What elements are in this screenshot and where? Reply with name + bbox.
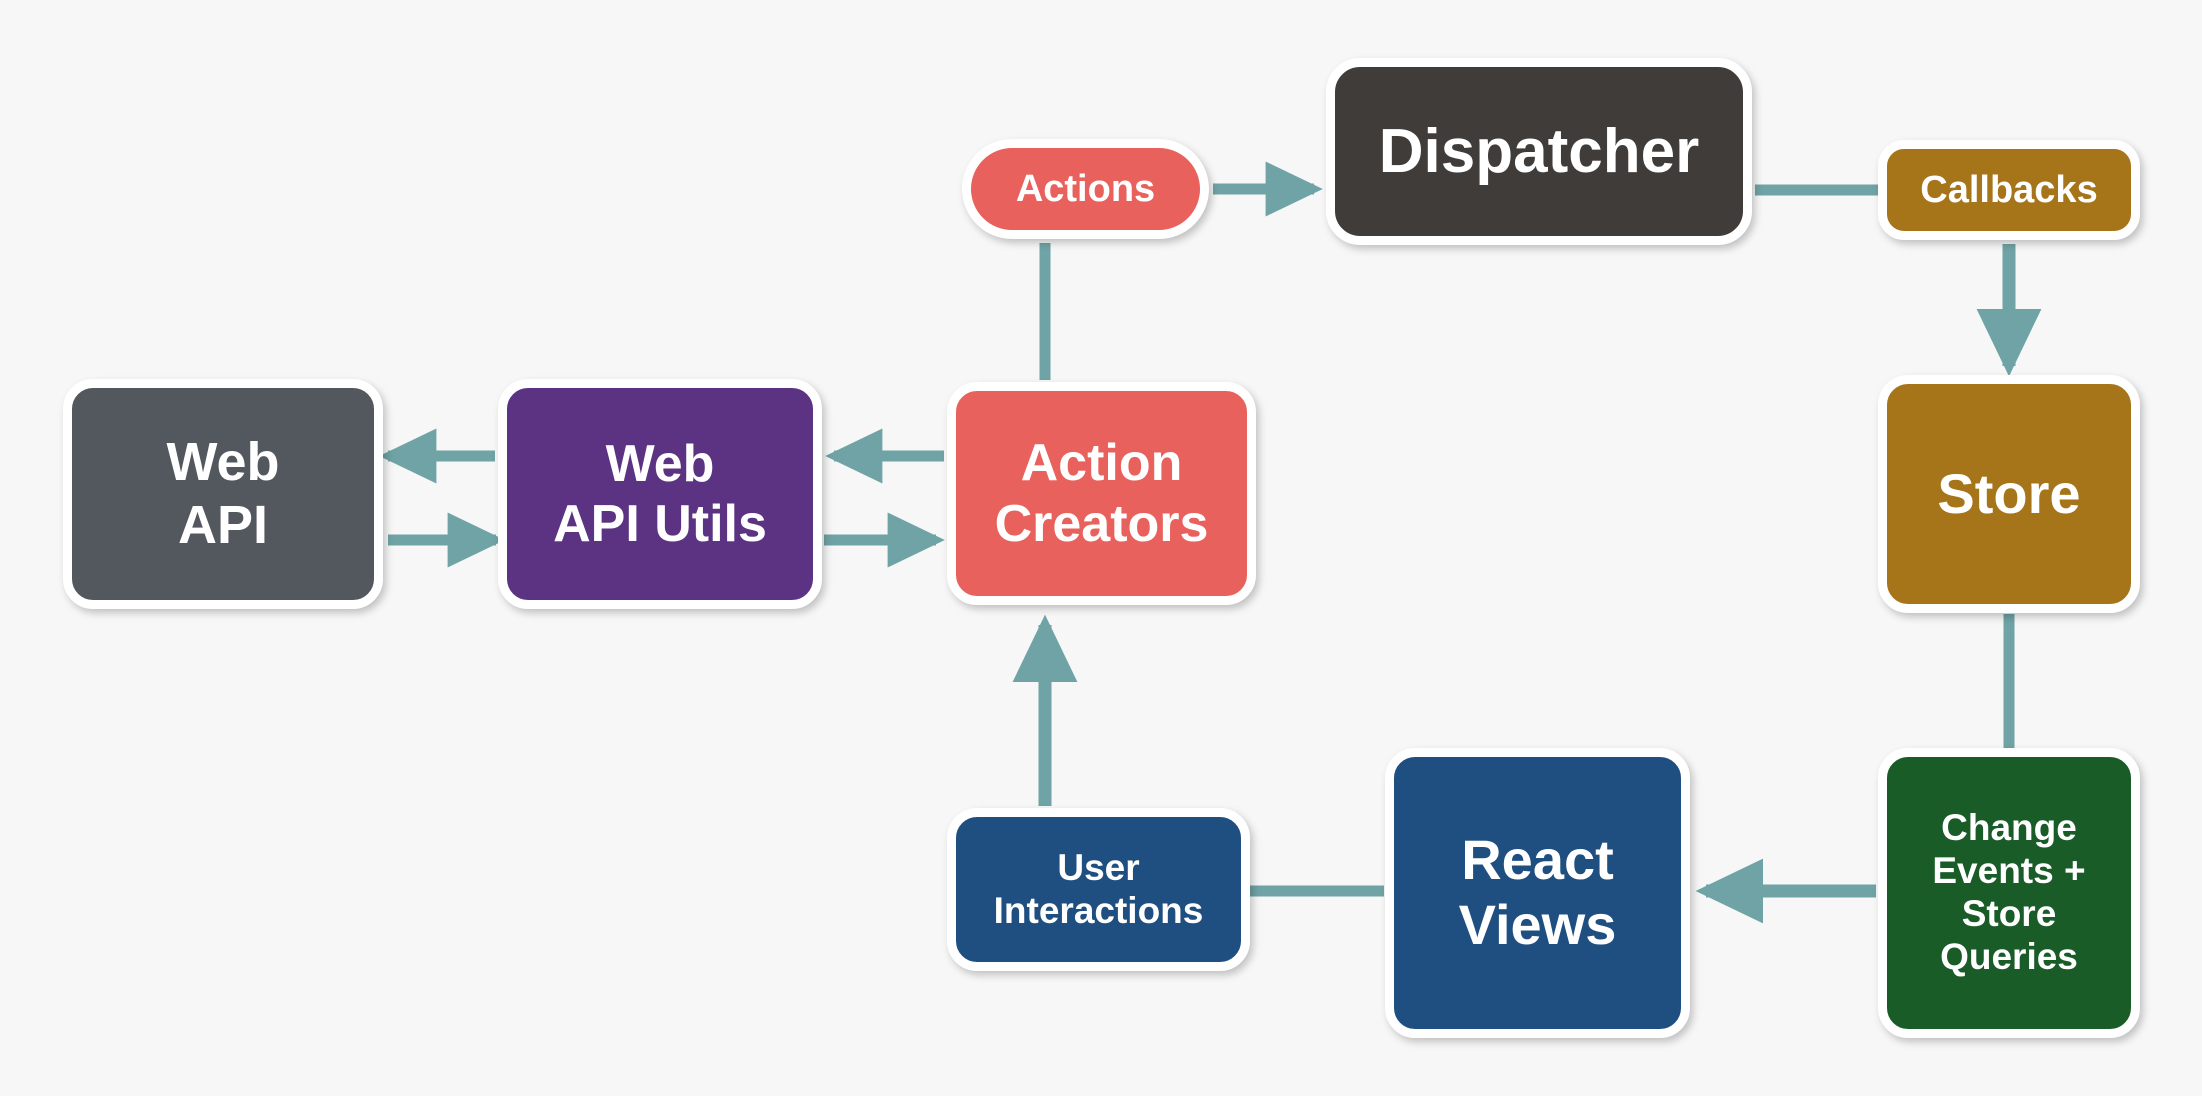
node-user-interactions[interactable]: User Interactions	[947, 808, 1250, 971]
node-callbacks-label: Callbacks	[1920, 168, 2098, 211]
node-web-api-utils-label: Web API Utils	[553, 434, 767, 553]
node-store[interactable]: Store	[1878, 375, 2140, 613]
node-web-api-utils[interactable]: Web API Utils	[498, 379, 822, 609]
node-react-views[interactable]: React Views	[1385, 748, 1690, 1038]
node-change-events-label: Change Events + Store Queries	[1932, 807, 2086, 977]
node-user-interactions-label: User Interactions	[993, 846, 1204, 931]
node-dispatcher[interactable]: Dispatcher	[1326, 58, 1752, 245]
node-callbacks[interactable]: Callbacks	[1878, 140, 2140, 240]
node-action-creators[interactable]: Action Creators	[947, 382, 1256, 605]
node-actions[interactable]: Actions	[962, 139, 1209, 239]
node-store-label: Store	[1937, 461, 2081, 525]
node-change-events-store-queries[interactable]: Change Events + Store Queries	[1878, 748, 2140, 1038]
node-react-views-label: React Views	[1458, 828, 1617, 956]
node-web-api-label: Web API	[166, 432, 280, 555]
node-web-api[interactable]: Web API	[63, 379, 383, 609]
node-action-creators-label: Action Creators	[994, 434, 1209, 553]
node-dispatcher-label: Dispatcher	[1378, 116, 1700, 186]
node-actions-label: Actions	[1015, 167, 1156, 210]
